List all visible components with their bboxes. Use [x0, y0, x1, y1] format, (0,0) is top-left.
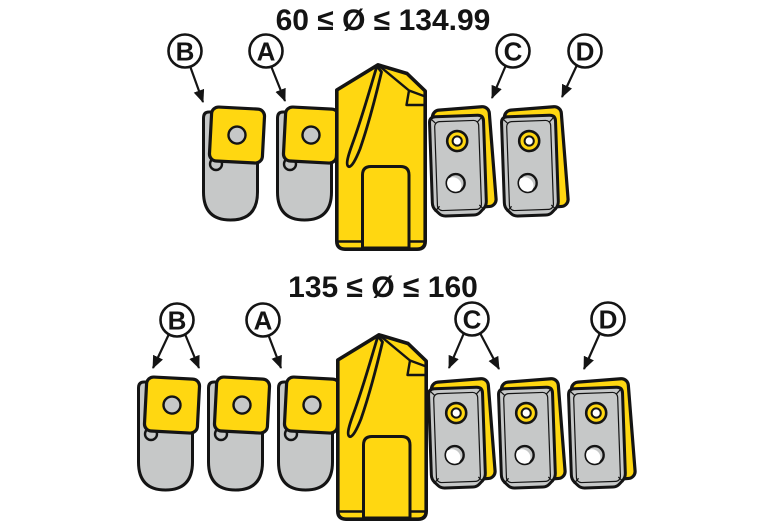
- insert-holder: [206, 375, 272, 492]
- callout-arrow-c: [490, 64, 508, 99]
- section-title: 135 ≤ Ø ≤ 160: [288, 271, 478, 304]
- callout-a: A: [245, 302, 281, 338]
- section-small-diameter: 60 ≤ Ø ≤ 134.99 B A C D: [167, 4, 603, 251]
- callout-circle: [590, 301, 626, 337]
- callout-circle: [245, 302, 281, 338]
- insert-holder: [201, 105, 267, 222]
- callout-arrow-a: [266, 333, 283, 369]
- callout-circle: [567, 33, 603, 69]
- cartridge: [501, 106, 569, 216]
- callout-arrow-b-1: [152, 333, 170, 369]
- callout-letter: C: [463, 305, 482, 335]
- callout-d: D: [590, 301, 626, 337]
- callout-circle: [248, 33, 284, 69]
- drill-body: [334, 63, 428, 251]
- callout-c: C: [454, 301, 490, 337]
- section-title: 60 ≤ Ø ≤ 134.99: [276, 4, 491, 37]
- callout-letter: A: [254, 306, 273, 336]
- callout-b: B: [167, 33, 203, 69]
- callout-letter: B: [168, 306, 187, 336]
- callout-circle: [167, 33, 203, 69]
- insert-holder: [276, 375, 342, 492]
- callout-arrow-d: [582, 332, 602, 370]
- callout-a: A: [248, 33, 284, 69]
- insert-holder: [136, 375, 202, 492]
- cartridge: [428, 378, 496, 488]
- callout-circle: [454, 301, 490, 337]
- callout-b: B: [159, 302, 195, 338]
- callout-c: C: [495, 33, 531, 69]
- callout-circle: [159, 302, 195, 338]
- insert-holder: [275, 105, 341, 222]
- cartridge: [498, 378, 566, 488]
- drill-body: [335, 332, 429, 522]
- callout-arrow-b: [188, 65, 205, 103]
- callout-arrow-a: [269, 65, 287, 102]
- callout-letter: A: [257, 37, 276, 67]
- callout-letter: D: [576, 37, 595, 67]
- callout-d: D: [567, 33, 603, 69]
- callout-letter: B: [176, 37, 195, 67]
- callout-arrow-c-2: [479, 332, 500, 370]
- callout-arrow-d: [561, 64, 578, 98]
- callout-arrow-c-1: [447, 332, 466, 369]
- callout-letter: C: [504, 37, 523, 67]
- cartridge: [568, 378, 636, 488]
- callout-letter: D: [599, 305, 618, 335]
- cartridge: [429, 106, 497, 216]
- callout-arrow-b-2: [183, 333, 201, 369]
- callout-circle: [495, 33, 531, 69]
- section-large-diameter: 135 ≤ Ø ≤ 160 B A: [136, 271, 636, 522]
